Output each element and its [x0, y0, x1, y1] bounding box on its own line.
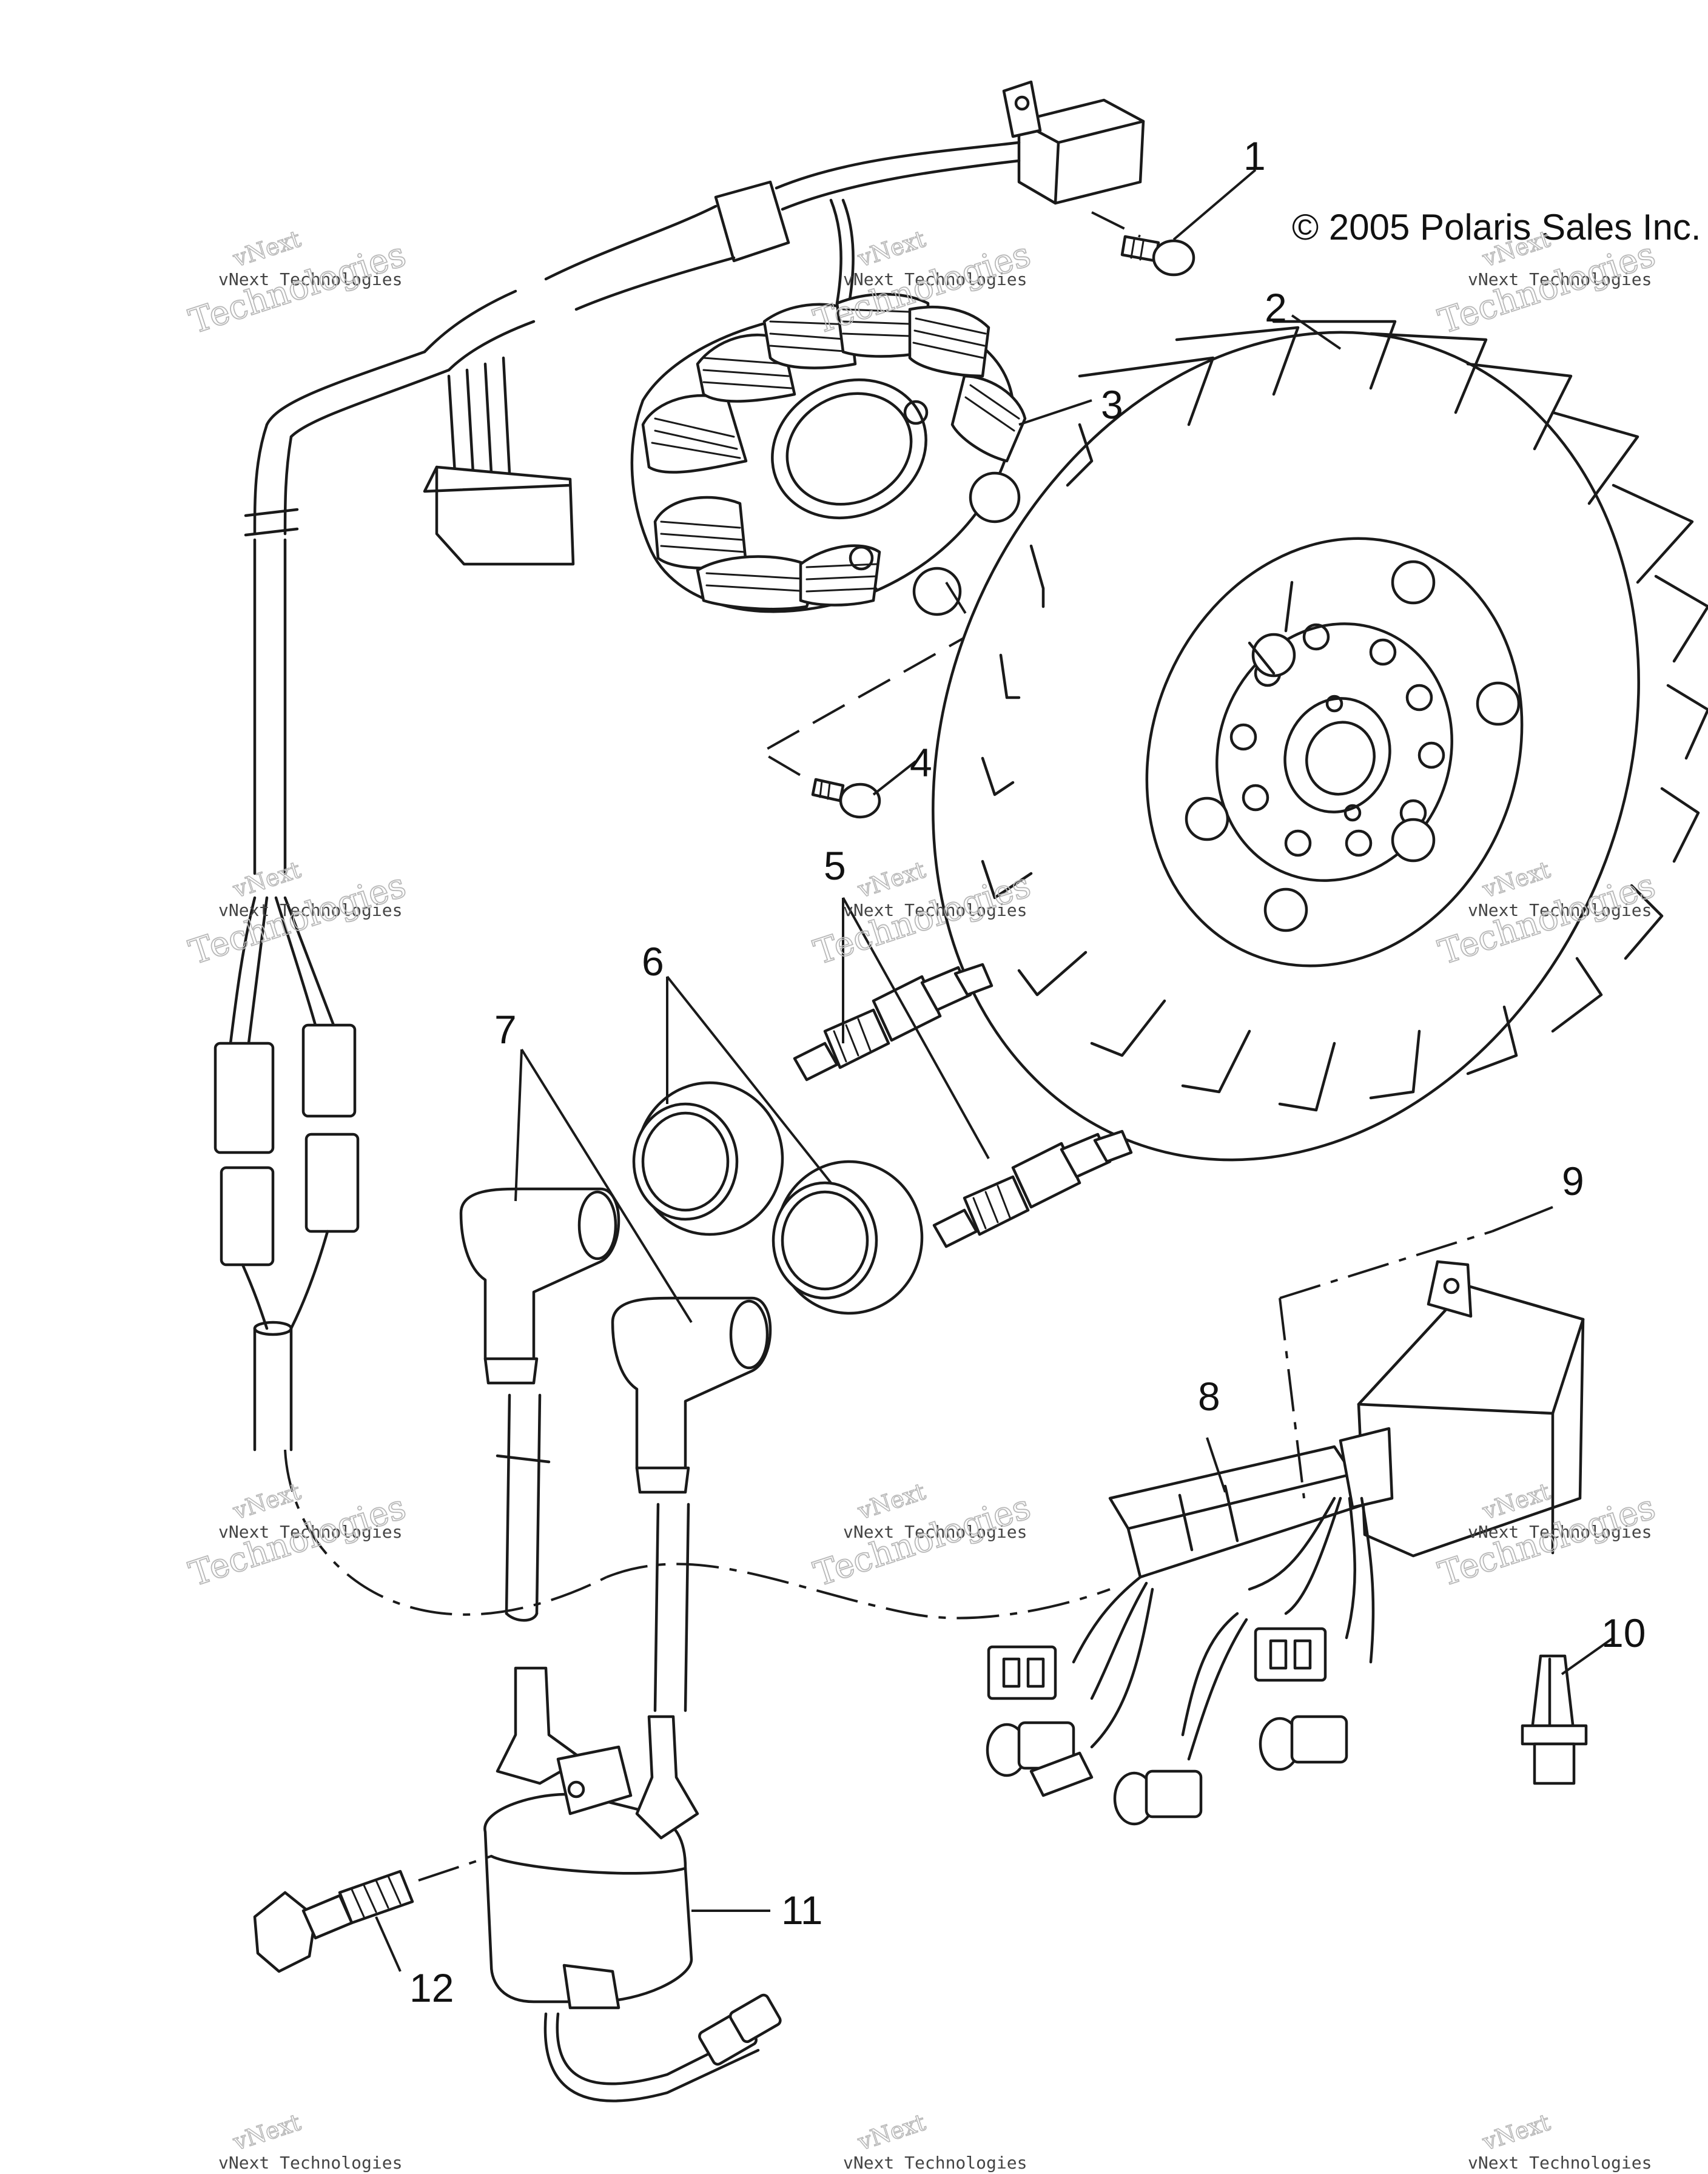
watermark-line1: vNext [229, 226, 304, 272]
callout-8: 8 [1198, 1374, 1220, 1419]
leader-8 [1206, 1437, 1226, 1493]
watermark: vNext vNext Technologies Technologies [809, 1478, 1035, 1595]
callout-12: 12 [409, 1965, 454, 2010]
part-7-spark-plug-caps [459, 1187, 772, 1712]
svg-text:vNext: vNext [229, 1478, 304, 1525]
svg-text:vNext Technologies: vNext Technologies [1468, 2153, 1652, 2173]
part-9-cdi-module [1357, 1260, 1585, 1558]
watermark: vNext vNext Technologies Technologies [184, 856, 411, 974]
part-10-fastener [1521, 1654, 1588, 1785]
svg-text:vNext Technologies: vNext Technologies [843, 269, 1027, 289]
part-11-ignition-coil [483, 1666, 782, 2102]
callout-11: 11 [781, 1888, 823, 1933]
watermark: vNext vNext Technologies [843, 2108, 1027, 2173]
stator-wiring-harness [214, 80, 1145, 1452]
assembly-lines [284, 1230, 1493, 1620]
svg-text:vNext Technologies: vNext Technologies [1468, 269, 1652, 289]
leader-7a [514, 1049, 523, 1202]
leader-3 [1018, 399, 1092, 426]
svg-text:vNext: vNext [854, 2109, 929, 2156]
svg-text:vNext Technologies: vNext Technologies [218, 2153, 402, 2173]
watermark: vNext vNext Technologies Technologies [184, 225, 411, 343]
callout-9: 9 [1562, 1159, 1584, 1203]
svg-text:vNext Technologies: vNext Technologies [218, 1522, 402, 1542]
leader-6b [666, 975, 832, 1184]
leader-lines [375, 169, 1615, 1972]
watermark-line2: vNext Technologies [218, 269, 402, 289]
leader-9 [1491, 1206, 1553, 1233]
svg-text:vNext: vNext [229, 2109, 304, 2156]
part-5-spark-plugs [793, 963, 1133, 1248]
callout-1: 1 [1243, 133, 1266, 178]
watermark: vNext vNext Technologies [1468, 2108, 1652, 2173]
callout-10: 10 [1601, 1610, 1646, 1655]
watermark: vNext vNext Technologies [218, 2108, 402, 2173]
svg-text:vNext: vNext [854, 226, 929, 272]
callout-5: 5 [824, 843, 846, 888]
part-3-stator [630, 292, 1027, 784]
leader-1 [1172, 169, 1257, 241]
leader-7b [520, 1048, 693, 1324]
leader-4 [872, 760, 917, 796]
svg-text:vNext Technologies: vNext Technologies [843, 900, 1027, 920]
leader-5b [842, 897, 990, 1159]
svg-text:vNext Technologies: vNext Technologies [218, 900, 402, 920]
copyright-notice: © 2005 Polaris Sales Inc. [1292, 207, 1701, 247]
leader-12 [375, 1916, 402, 1972]
callout-labels: 1 2 3 4 5 6 7 8 9 10 11 12 [409, 133, 1646, 2010]
callout-7: 7 [494, 1007, 517, 1052]
svg-text:vNext: vNext [1479, 2109, 1553, 2156]
part-8-harness [986, 1427, 1394, 1826]
svg-text:vNext Technologies: vNext Technologies [1468, 1522, 1652, 1542]
callout-6: 6 [642, 939, 664, 984]
svg-text:vNext Technologies: vNext Technologies [843, 1522, 1027, 1542]
part-6-plug-seals [632, 1081, 924, 1315]
svg-text:vNext: vNext [229, 856, 304, 903]
callout-2: 2 [1265, 285, 1287, 330]
part-1-screw [1091, 211, 1195, 277]
svg-text:vNext: vNext [854, 856, 929, 903]
callout-3: 3 [1101, 382, 1123, 427]
watermark: vNext vNext Technologies Technologies [184, 1478, 411, 1595]
svg-text:vNext: vNext [854, 1478, 929, 1525]
part-4-screw [811, 778, 881, 819]
svg-text:vNext Technologies: vNext Technologies [843, 2153, 1027, 2173]
callout-4: 4 [910, 740, 932, 785]
leader-10 [1561, 1637, 1615, 1675]
leader-2 [1291, 314, 1342, 350]
part-12-bolt [253, 1855, 492, 1973]
svg-text:vNext Technologies: vNext Technologies [1468, 900, 1652, 920]
